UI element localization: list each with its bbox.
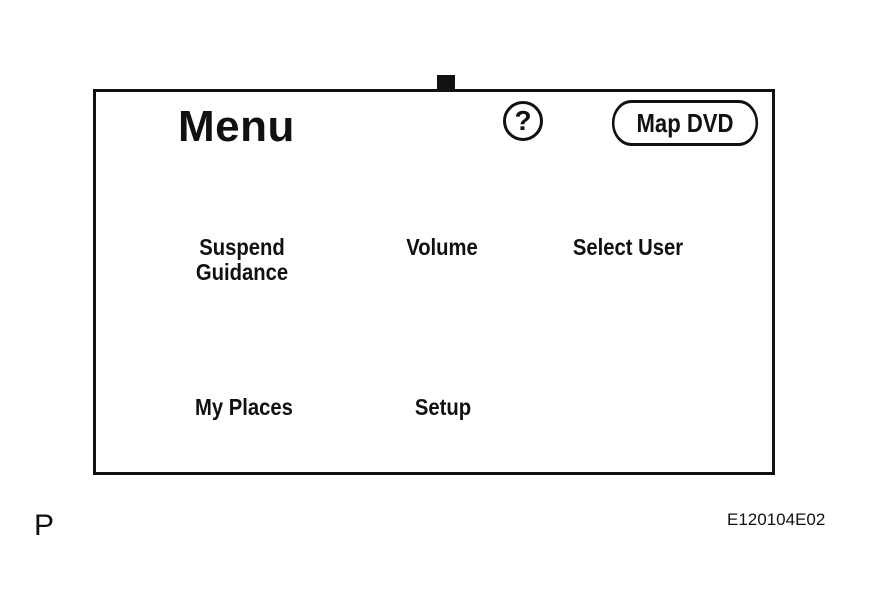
volume-button[interactable]: Volume [366, 235, 518, 265]
suspend-guidance-label: Suspend Guidance [195, 234, 289, 285]
menu-title: Menu [178, 102, 295, 151]
navigation-menu-screen: Menu ? Map DVD Suspend Guidance Volume S… [93, 89, 775, 475]
figure-id: E120104E02 [727, 510, 826, 529]
help-button[interactable]: ? [503, 101, 543, 141]
my-places-label: My Places [195, 394, 293, 420]
volume-label: Volume [406, 234, 478, 260]
setup-label: Setup [414, 394, 472, 420]
select-user-button[interactable]: Select User [548, 235, 708, 265]
suspend-guidance-button[interactable]: Suspend Guidance [168, 235, 316, 435]
my-places-button[interactable]: My Places [166, 395, 322, 425]
map-dvd-button[interactable]: Map DVD [611, 100, 759, 146]
select-user-label: Select User [572, 234, 684, 260]
setup-button[interactable]: Setup [376, 395, 510, 425]
corner-label: P [34, 509, 55, 542]
